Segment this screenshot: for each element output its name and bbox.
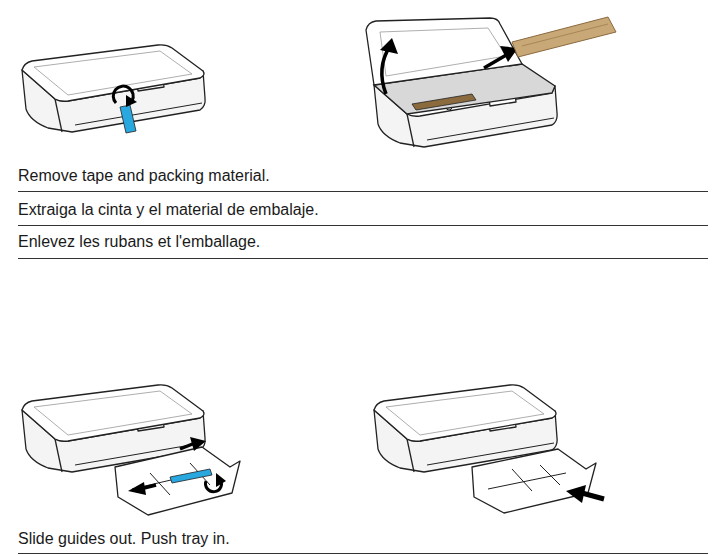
instruction-text: Enlevez les rubans et l'emballage. <box>18 232 260 252</box>
instruction-text: Slide guides out. Push tray in. <box>18 529 230 549</box>
printer-drawing <box>374 385 604 513</box>
instruction-text: Extraiga la cinta y el material de embal… <box>18 200 319 220</box>
rule-line <box>18 192 708 554</box>
printer-drawing <box>22 385 240 515</box>
instruction-text: Remove tape and packing material. <box>18 166 270 186</box>
printer-drawing <box>366 17 616 147</box>
printer-drawing <box>22 45 205 133</box>
